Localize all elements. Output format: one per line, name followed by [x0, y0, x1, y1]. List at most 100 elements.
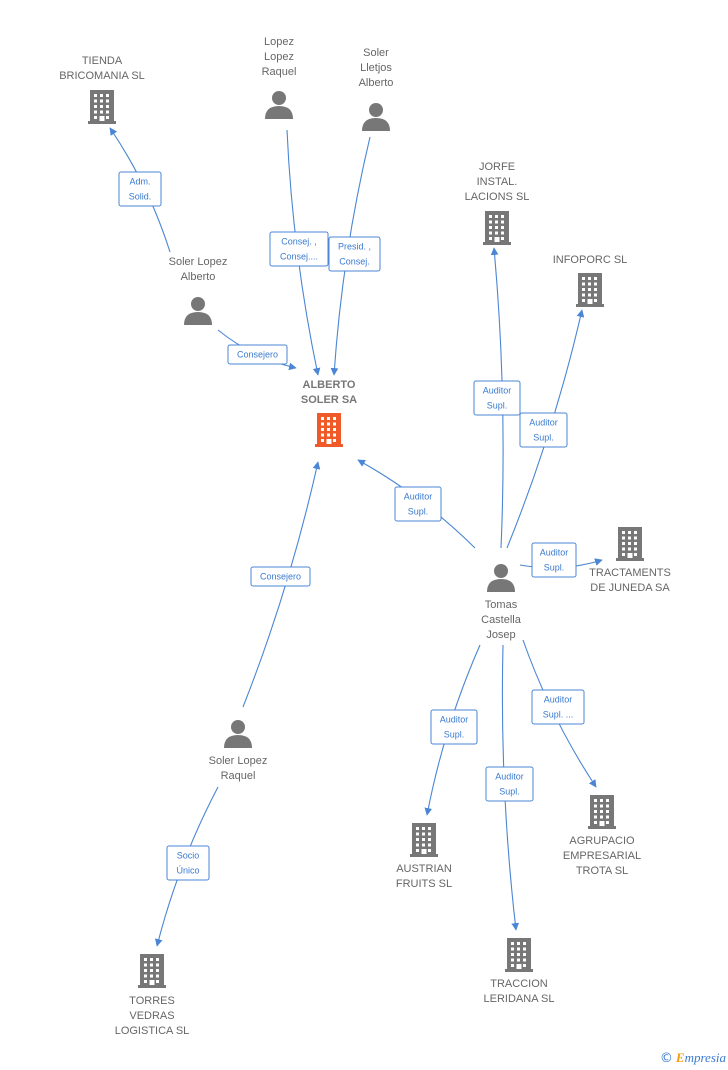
edge-soler_lopez_alberto-to-tienda_bricomania[interactable]: Adm.Solid. [109, 127, 171, 253]
edge-label-box[interactable] [531, 542, 577, 578]
building-icon [410, 823, 438, 857]
node-label-line: ALBERTO [303, 379, 356, 391]
edge-label-line: Supl. [444, 730, 465, 740]
node-infoporc[interactable]: INFOPORC SL [553, 254, 628, 307]
person-icon [487, 564, 515, 592]
building-icon [505, 938, 533, 972]
building-icon [315, 413, 343, 447]
edge-label-line: Supl. [408, 507, 429, 517]
node-label-line: SOLER SA [301, 394, 357, 406]
node-label-line: AGRUPACIO [569, 835, 635, 847]
edge-label-box[interactable] [328, 236, 381, 272]
brand-initial: E [675, 1050, 685, 1065]
edges-layer: Adm.Solid. Consej. , Consej.... Presid. , Co… [109, 127, 603, 947]
node-label-line: Alberto [181, 271, 216, 283]
edge-label-box[interactable] [430, 709, 478, 745]
edge-lopez_lopez_raquel-to-alberto_soler_sa[interactable]: Consej. , Consej.... [269, 129, 329, 376]
node-label-line: Lopez [264, 36, 294, 48]
edge-label-line: Consejero [237, 350, 278, 360]
edge-label-box[interactable] [250, 566, 311, 587]
edge-soler_lletjos_alberto-to-alberto_soler_sa[interactable]: Presid. , Consej. [328, 136, 381, 376]
node-label-line: Tomas [485, 599, 518, 611]
edge-label-line: Presid. , [338, 242, 371, 252]
node-label-line: FRUITS SL [396, 878, 452, 890]
edge-soler_lopez_raquel-to-alberto_soler_sa[interactable]: Consejero [242, 461, 321, 708]
edge-label-box[interactable] [269, 231, 329, 267]
node-label-line: DE JUNEDA SA [590, 582, 670, 594]
edge-label-box[interactable] [166, 845, 210, 881]
edge-label-line: Consejero [260, 572, 301, 582]
edge-tomas_castella_josep-to-agrupacio[interactable]: AuditorSupl. ... [522, 639, 597, 788]
edge-label-line: Auditor [495, 772, 524, 782]
edge-label-line: Auditor [440, 715, 469, 725]
edge-label-line: Consej.... [280, 252, 318, 262]
person-icon [265, 91, 293, 119]
edge-label-line: Único [176, 866, 199, 876]
edge-label-box[interactable] [531, 689, 585, 725]
node-label-line: VEDRAS [129, 1010, 174, 1022]
node-jorfe[interactable]: JORFE INSTAL. LACIONS SL [465, 161, 530, 245]
node-label-line: TRACCION [490, 978, 548, 990]
building-icon [138, 954, 166, 988]
building-icon [616, 527, 644, 561]
node-label-line: Raquel [221, 770, 256, 782]
edge-label-box[interactable] [519, 412, 568, 448]
edge-label-line: Adm. [129, 177, 150, 187]
edge-label-box[interactable] [118, 171, 162, 207]
brand-rest: mpresia [684, 1050, 726, 1065]
node-label-line: AUSTRIAN [396, 863, 452, 875]
edge-label-line: Auditor [529, 418, 558, 428]
edge-label-box[interactable] [227, 344, 288, 365]
node-label-line: BRICOMANIA SL [59, 70, 145, 82]
edge-label-line: Auditor [544, 695, 573, 705]
edge-label-line: Auditor [404, 492, 433, 502]
node-label-line: JORFE [479, 161, 515, 173]
edge-label-box[interactable] [485, 766, 534, 802]
node-label-line: INSTAL. [477, 176, 518, 188]
person-icon [184, 297, 212, 325]
person-icon [362, 103, 390, 131]
node-label-line: TROTA SL [576, 865, 628, 877]
edge-label-box[interactable] [473, 380, 521, 416]
edge-label-line: Consej. [339, 257, 370, 267]
edge-label-line: Socio [177, 851, 200, 861]
edge-label-line: Supl. [533, 433, 554, 443]
building-icon [483, 211, 511, 245]
edge-label-box[interactable] [394, 486, 442, 522]
node-label-line: Lletjos [360, 62, 392, 74]
edge-soler_lopez_alberto-to-alberto_soler_sa[interactable]: Consejero [217, 329, 297, 371]
node-label-line: Soler Lopez [169, 256, 228, 268]
edge-label-line: Auditor [483, 386, 512, 396]
node-label-line: TRACTAMENTS [589, 567, 671, 579]
node-label-line: Lopez [264, 51, 294, 63]
edge-label-line: Auditor [540, 548, 569, 558]
node-alberto-soler-sa[interactable]: ALBERTO SOLER SA [301, 379, 357, 447]
copyright-icon: © [659, 1051, 673, 1066]
empresia-logo[interactable]: ©Empresia [660, 1050, 726, 1066]
node-tractaments[interactable]: TRACTAMENTS DE JUNEDA SA [589, 527, 671, 594]
node-label-line: LACIONS SL [465, 191, 530, 203]
building-icon [576, 273, 604, 307]
edge-label-line: Consej. , [281, 237, 317, 247]
node-austrian-fruits[interactable]: AUSTRIAN FRUITS SL [396, 823, 452, 890]
person-icon [224, 720, 252, 748]
node-label-line: Josep [486, 629, 515, 641]
